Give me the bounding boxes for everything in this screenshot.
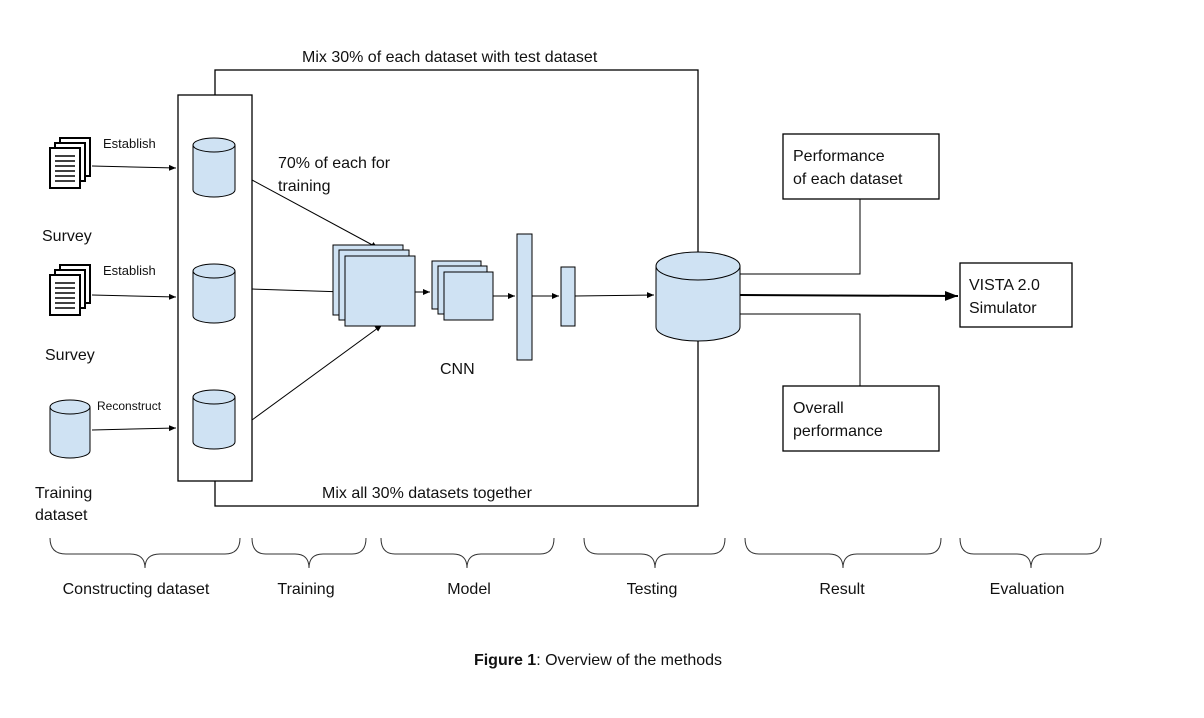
caption-figure-number: Figure 1 xyxy=(474,652,536,669)
establish-arrow-1 xyxy=(91,164,177,171)
train-arrow-middle xyxy=(251,288,346,295)
stage-label-result: Result xyxy=(819,581,865,598)
stage-label-training: Training xyxy=(277,581,334,598)
training-dataset-label-line1: Training xyxy=(35,485,92,502)
training-split-label-line1: 70% of each for xyxy=(278,155,391,172)
figure-caption: Figure 1: Overview of the methods xyxy=(474,652,722,669)
simulator-label-line1: VISTA 2.0 xyxy=(969,277,1040,294)
stage-brace-constructing xyxy=(49,537,241,569)
stage-label-evaluation: Evaluation xyxy=(990,581,1065,598)
connector-performance xyxy=(740,199,861,275)
cnn-input-layer xyxy=(332,244,416,327)
testing-dataset-cylinder xyxy=(655,251,741,342)
vista-simulator-box xyxy=(959,262,1073,328)
simulator-label-line2: Simulator xyxy=(969,300,1037,317)
train-arrow-bottom xyxy=(251,324,383,421)
caption-text: : Overview of the methods xyxy=(536,652,722,669)
training-dataset-cylinder xyxy=(49,399,91,459)
cnn-dense-layer-2 xyxy=(560,266,576,327)
cnn-label: CNN xyxy=(440,361,475,378)
connector-overall xyxy=(740,313,861,386)
overall-performance-box xyxy=(782,385,940,452)
stage-brace-evaluation xyxy=(959,537,1102,569)
survey-document-icon-2 xyxy=(49,264,91,316)
overall-label-line1: Overall xyxy=(793,400,844,417)
stage-label-testing: Testing xyxy=(627,581,678,598)
stage-label-model: Model xyxy=(447,581,491,598)
establish-label-2: Establish xyxy=(103,263,156,278)
establish-arrow-2 xyxy=(91,293,177,300)
stage-label-constructing: Constructing dataset xyxy=(63,581,210,598)
reconstruct-arrow xyxy=(91,425,177,432)
train-arrow-top xyxy=(251,179,379,249)
training-split-label-line2: training xyxy=(278,178,330,195)
bottom-loop-label: Mix all 30% datasets together xyxy=(322,485,533,502)
stage-brace-testing xyxy=(583,537,726,569)
dataset-cylinder-1 xyxy=(192,137,236,198)
survey-label-2: Survey xyxy=(45,347,95,364)
reconstruct-label: Reconstruct xyxy=(97,399,162,413)
performance-label-line1: Performance xyxy=(793,148,885,165)
stage-brace-result xyxy=(744,537,942,569)
stage-brace-training xyxy=(251,537,367,569)
performance-label-line2: of each dataset xyxy=(793,171,903,188)
performance-each-dataset-box xyxy=(782,133,940,200)
training-dataset-label-line2: dataset xyxy=(35,507,88,524)
establish-label-1: Establish xyxy=(103,136,156,151)
to-simulator-arrow xyxy=(739,290,959,301)
stage-brace-model xyxy=(380,537,555,569)
survey-label-1: Survey xyxy=(42,228,92,245)
overall-label-line2: performance xyxy=(793,423,883,440)
dataset-cylinder-3 xyxy=(192,389,236,450)
dataset-cylinder-2 xyxy=(192,263,236,324)
cnn-to-testing-arrow xyxy=(574,292,655,299)
cnn-dense-layer-1 xyxy=(516,233,533,361)
top-loop-label: Mix 30% of each dataset with test datase… xyxy=(302,49,598,66)
survey-document-icon-1 xyxy=(49,137,91,189)
cnn-feature-layer xyxy=(431,260,494,321)
